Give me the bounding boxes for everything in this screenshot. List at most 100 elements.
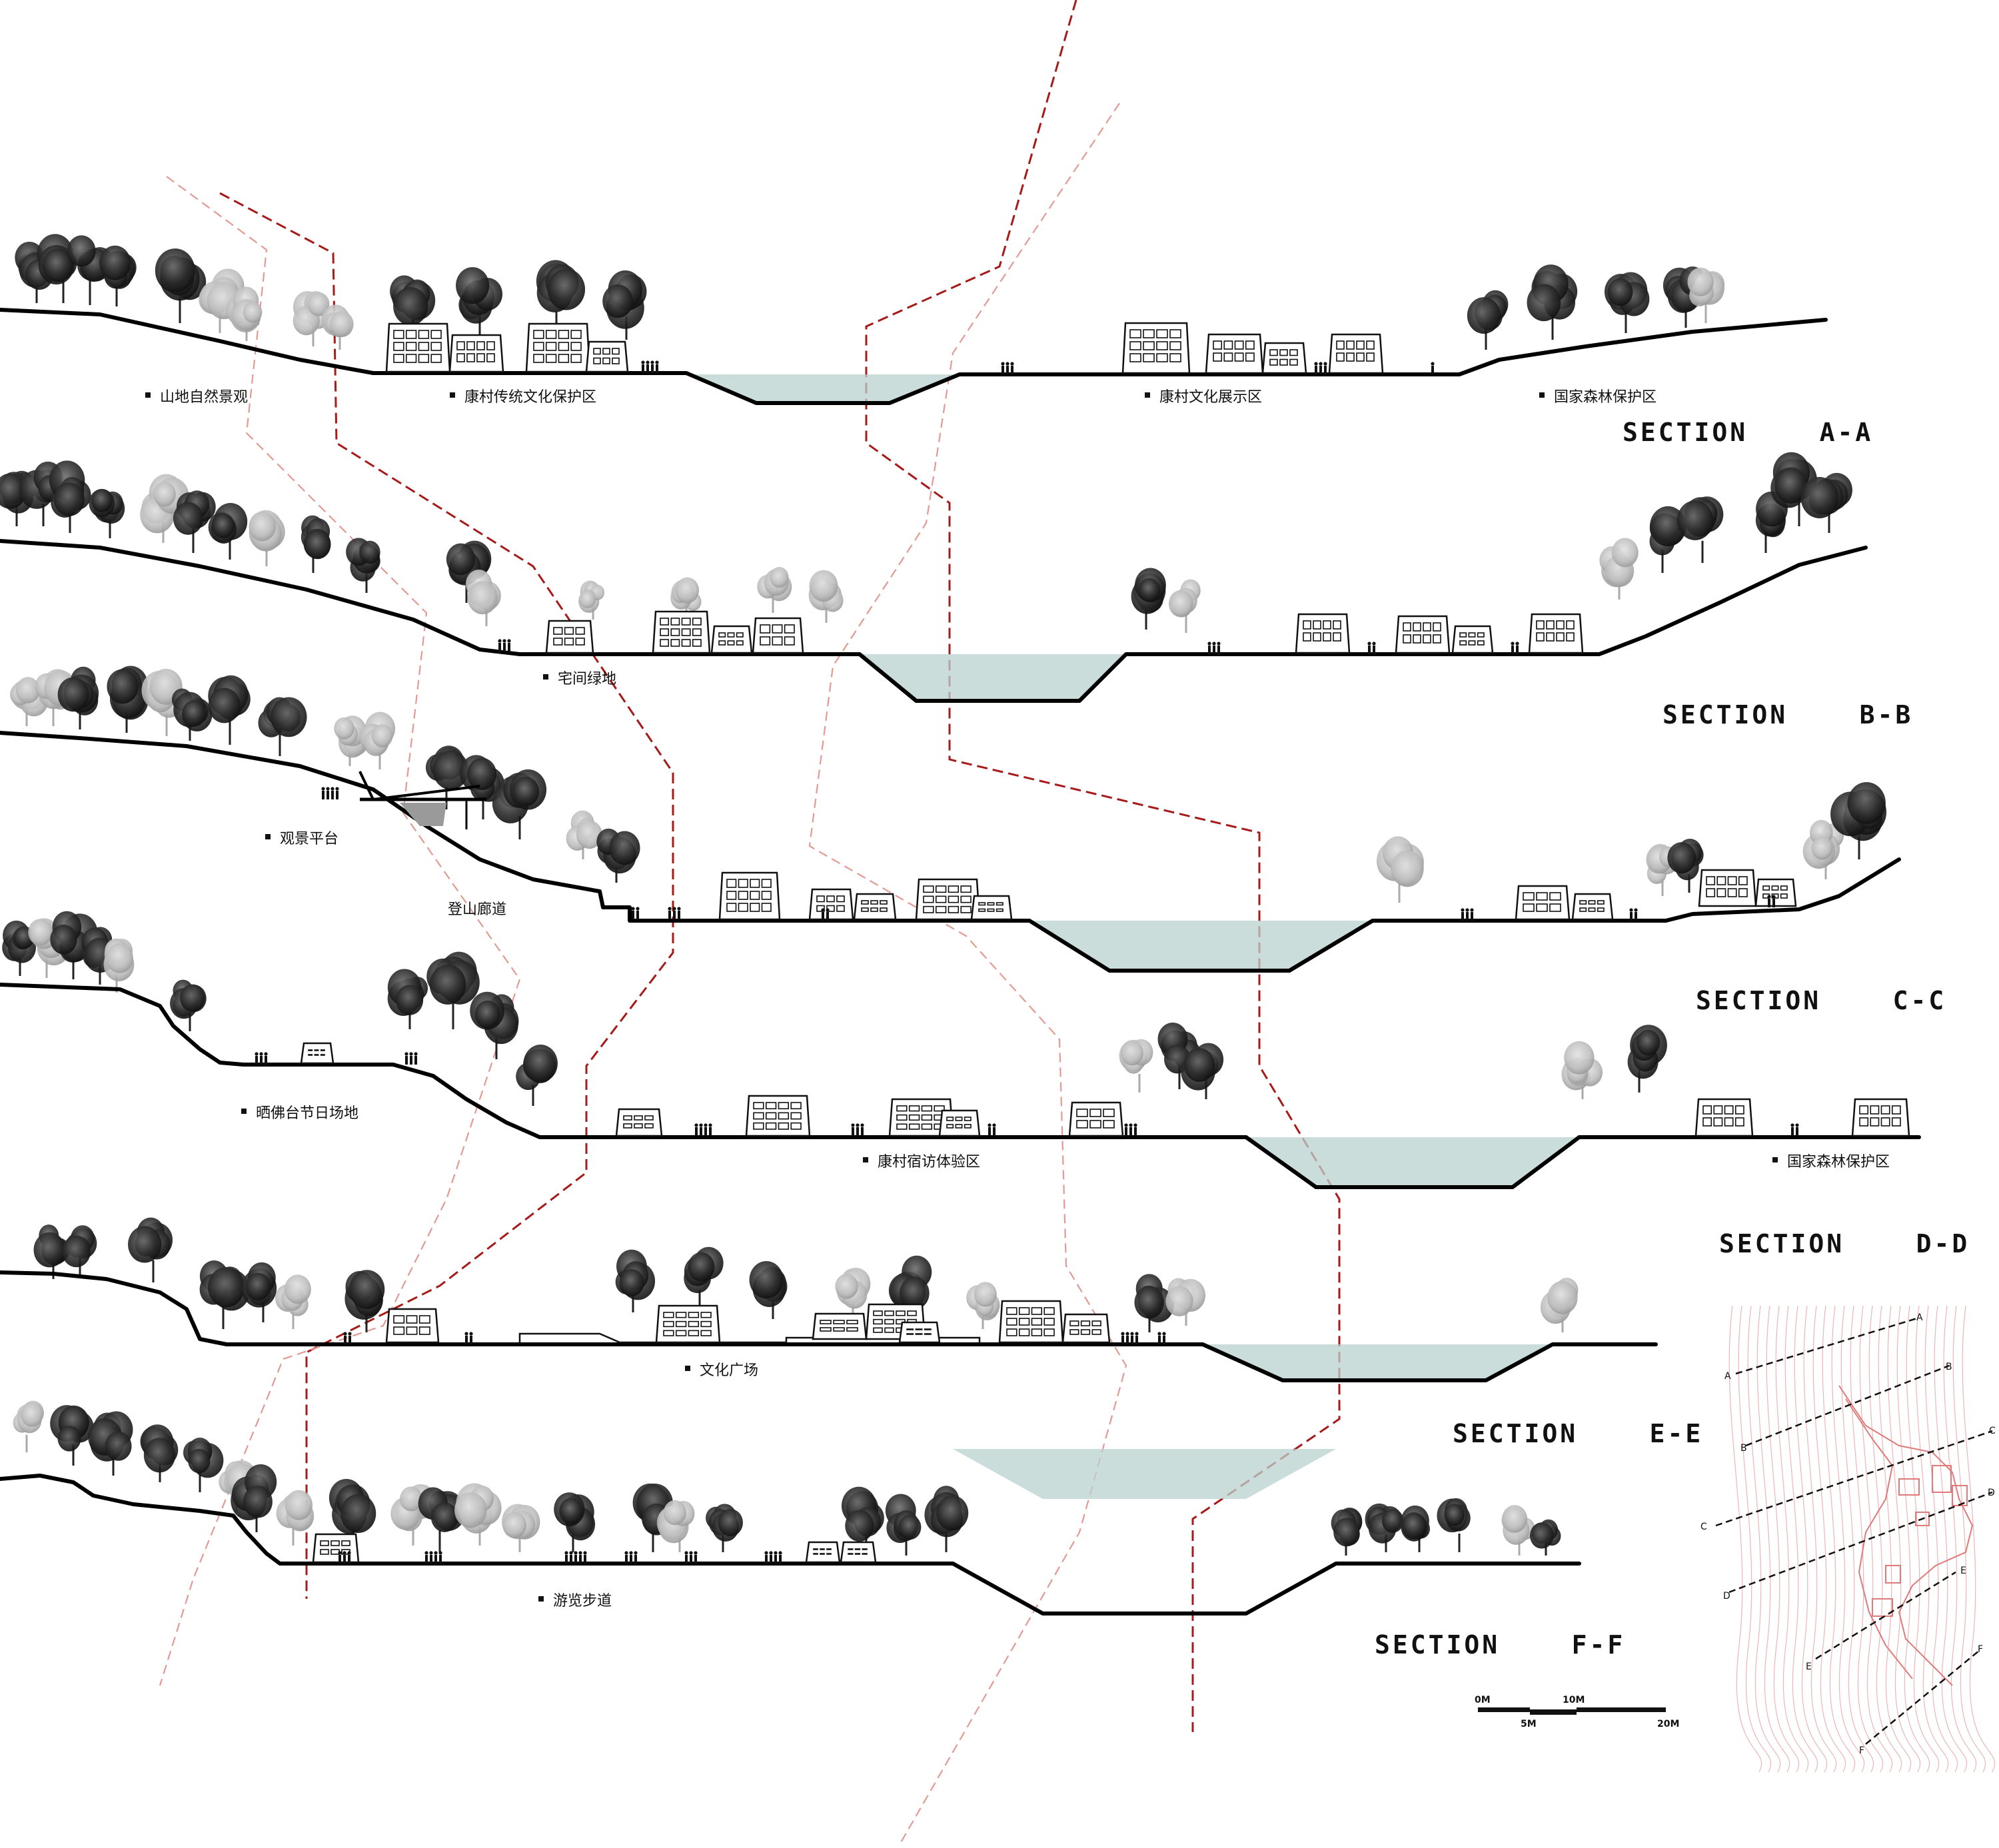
ground-profile [0, 1474, 1581, 1616]
zone-label-text: 康村传统文化保护区 [464, 389, 596, 406]
key-map-letter: D [1988, 1488, 1995, 1498]
tree [241, 1262, 277, 1322]
tree [454, 1483, 502, 1546]
section-c-c: 观景平台 登山廊道 SECTION C-C [0, 666, 1944, 1015]
building [1851, 1098, 1910, 1137]
tree [334, 715, 369, 766]
zone-label: 晒佛台节日场地 [241, 1105, 358, 1122]
section-a-a: 山地自然景观 康村传统文化保护区 康村文化展示区 国家森林保护区 SECTION… [0, 234, 1870, 447]
tree [1165, 1278, 1205, 1326]
tree [171, 688, 213, 741]
tree [1800, 472, 1852, 533]
building [1571, 893, 1614, 921]
people-group [684, 1551, 698, 1564]
key-map-contours [1728, 1305, 1996, 1773]
building [385, 1308, 440, 1344]
building [655, 1304, 721, 1344]
tree [50, 1405, 94, 1466]
people [498, 639, 1519, 654]
key-map-letter: C [1989, 1426, 1996, 1436]
people-group [1001, 362, 1014, 374]
building [1395, 615, 1451, 654]
tree [502, 1504, 540, 1552]
key-map-letter: A [1724, 1371, 1731, 1382]
trees [2, 911, 1667, 1106]
tree [425, 745, 469, 809]
bullet-icon [145, 392, 151, 398]
tree [615, 1249, 656, 1312]
building [898, 1321, 941, 1344]
building [1694, 1098, 1754, 1137]
tree [1627, 1025, 1667, 1093]
ground-profile [0, 983, 1921, 1189]
tree [684, 1246, 724, 1312]
people-group [1790, 1123, 1799, 1136]
key-map-letter: D [1723, 1591, 1730, 1602]
tree [275, 1274, 311, 1329]
bullet-icon [241, 1109, 247, 1114]
section-title: SECTION D-D [1719, 1229, 1970, 1258]
tree [199, 268, 245, 333]
people-group [464, 1332, 473, 1344]
building [1068, 1101, 1124, 1137]
building [1328, 333, 1384, 374]
tree [1561, 1041, 1603, 1099]
ground-profile [0, 731, 1901, 973]
trees [13, 1400, 1561, 1556]
tree [888, 1255, 932, 1322]
people-group [1124, 1123, 1137, 1136]
building [745, 1095, 811, 1137]
people-group [624, 1551, 638, 1564]
tree [1134, 1274, 1174, 1332]
key-map-letter: A [1916, 1312, 1923, 1323]
tree [183, 1438, 224, 1492]
tree [465, 569, 501, 626]
river-water [1246, 1137, 1579, 1187]
people-group [821, 908, 830, 921]
building [1121, 322, 1191, 374]
viewing-platform [358, 771, 486, 829]
bullet-icon [1539, 392, 1545, 398]
zone-label: 游览步道 [538, 1593, 612, 1610]
tree [1802, 819, 1844, 879]
building [448, 334, 504, 373]
people [338, 1551, 782, 1564]
tree [61, 1225, 97, 1276]
tree [231, 1464, 277, 1532]
building [718, 871, 781, 921]
tree [706, 1504, 743, 1552]
buildings [300, 1042, 1910, 1137]
zone-label-text: 游览步道 [553, 1593, 612, 1610]
section-d-d: 晒佛台节日场地 康村宿访体验区 国家森林保护区 SECTION D-D [0, 911, 1970, 1258]
tree [1676, 496, 1724, 563]
buildings [385, 1300, 1111, 1344]
tree [199, 1260, 251, 1329]
zone-label: 康村宿访体验区 [863, 1154, 980, 1170]
key-map-letter: E [1806, 1661, 1812, 1672]
zone-label-text: 晒佛台节日场地 [256, 1105, 358, 1122]
tree [1529, 1519, 1561, 1556]
tree [1830, 781, 1887, 859]
river-water [1203, 1344, 1553, 1380]
building [998, 1300, 1064, 1344]
tree [456, 267, 503, 336]
tree [554, 1492, 596, 1552]
scale-label: 0M [1475, 1695, 1491, 1705]
building [1205, 333, 1264, 374]
key-map-letter: B [1740, 1443, 1747, 1454]
tree [418, 1487, 466, 1552]
zone-label-text: 宅间绿地 [558, 671, 616, 688]
tree [276, 1490, 315, 1546]
people-group [988, 1123, 996, 1136]
tree [536, 260, 586, 336]
tree [344, 1270, 385, 1332]
people-group [851, 1123, 864, 1136]
buildings [312, 1533, 877, 1564]
bullet-icon [1772, 1157, 1778, 1162]
tree [89, 488, 125, 538]
building [1061, 1313, 1111, 1344]
tree [460, 755, 505, 819]
people-group [498, 639, 511, 652]
tree [249, 510, 285, 566]
